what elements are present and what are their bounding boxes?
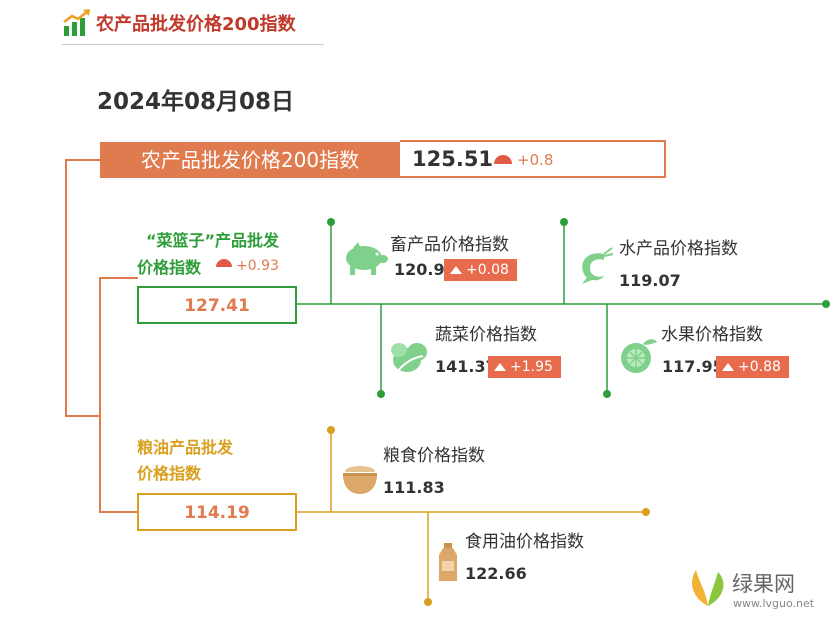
grain-index-name: 粮食价格指数 <box>383 446 485 466</box>
shrimp-icon <box>582 247 614 284</box>
report-date: 2024年08月08日 <box>97 89 295 115</box>
oil-index-name: 食用油价格指数 <box>465 532 584 552</box>
up-arrow-icon <box>494 155 512 164</box>
grain-oil-value: 114.19 <box>137 493 297 531</box>
chart-growth-icon <box>63 9 90 36</box>
aquatic-index-name: 水产品价格指数 <box>619 239 738 259</box>
fruit-change-badge: +0.88 <box>716 356 789 378</box>
vegetable-icon <box>391 343 427 373</box>
watermark-name: 绿果网 <box>732 572 795 596</box>
fruit-index-name: 水果价格指数 <box>661 325 763 345</box>
livestock-change-badge: +0.08 <box>444 259 517 281</box>
basket-value: 127.41 <box>137 286 297 324</box>
basket-title-line1: “菜篮子”产品批发 <box>146 231 280 250</box>
pig-icon <box>346 242 388 275</box>
livestock-index-change: +0.08 <box>466 262 509 278</box>
lvguo-logo-icon <box>692 570 724 606</box>
header-title-bar: 农产品批发价格200指数 <box>62 4 324 45</box>
livestock-index-value: 120.9 <box>394 260 445 279</box>
page-title: 农产品批发价格200指数 <box>96 14 296 35</box>
vegetable-index-name: 蔬菜价格指数 <box>435 325 537 345</box>
main-index-box <box>400 140 666 178</box>
up-arrow-icon <box>450 266 462 274</box>
grain-bowl-icon <box>343 466 377 494</box>
aquatic-index-value: 119.07 <box>619 271 681 290</box>
vegetable-index-value: 141.37 <box>435 357 497 376</box>
vegetable-change-badge: +1.95 <box>488 356 561 378</box>
basket-title-line2: 价格指数 <box>137 258 202 277</box>
fruit-index-change: +0.88 <box>738 359 781 375</box>
livestock-index-name: 畜产品价格指数 <box>390 235 509 255</box>
oil-bottle-icon <box>439 543 457 581</box>
fruit-icon <box>621 339 657 373</box>
main-index-value: 125.51 <box>412 147 494 171</box>
grain-index-value: 111.83 <box>383 478 445 497</box>
grain-oil-title-line1: 粮油产品批发 <box>137 438 234 457</box>
up-arrow-icon <box>216 259 232 267</box>
watermark-url: www.lvguo.net <box>733 597 815 610</box>
oil-index-value: 122.66 <box>465 564 527 583</box>
grain-oil-title-line2: 价格指数 <box>137 464 202 483</box>
up-arrow-icon <box>722 363 734 371</box>
main-index-label: 农产品批发价格200指数 <box>100 142 400 178</box>
main-index-change: +0.8 <box>517 151 554 169</box>
up-arrow-icon <box>494 363 506 371</box>
basket-change: +0.93 <box>236 258 279 274</box>
vegetable-index-change: +1.95 <box>510 359 553 375</box>
fruit-index-value: 117.95 <box>662 357 724 376</box>
